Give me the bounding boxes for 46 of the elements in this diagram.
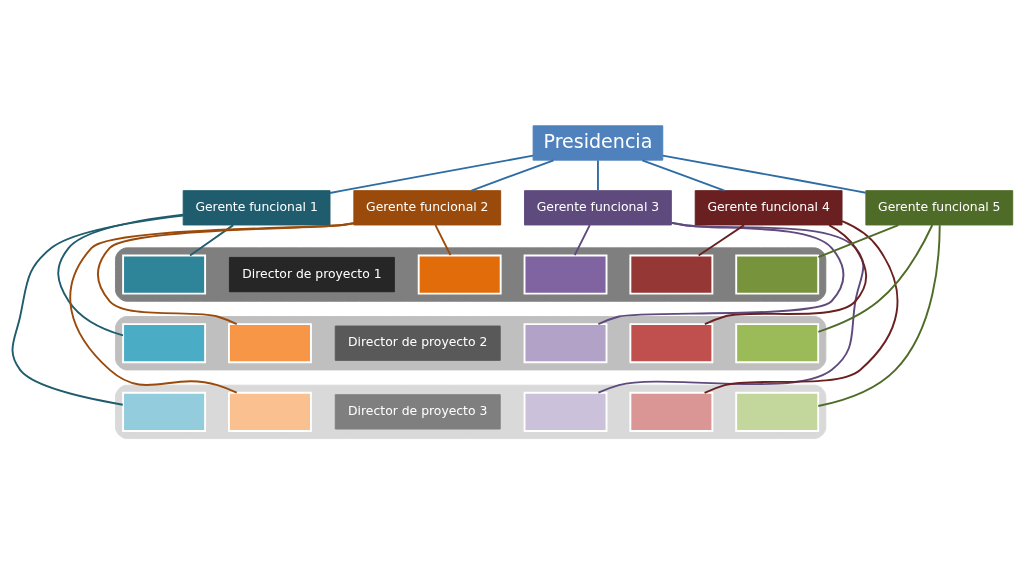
node-box <box>122 323 207 364</box>
connector <box>597 159 599 192</box>
connector <box>329 154 535 194</box>
node-box: Director de proyecto 1 <box>228 256 395 293</box>
node-box: Gerente funcional 5 <box>865 190 1014 226</box>
node-box <box>629 254 714 295</box>
node-box <box>122 254 207 295</box>
connector <box>11 214 185 406</box>
node-box <box>523 323 608 364</box>
cluster <box>115 247 827 302</box>
node-box: Gerente funcional 1 <box>182 190 331 226</box>
node-box <box>523 254 608 295</box>
node-box <box>735 323 820 364</box>
node-box <box>523 391 608 432</box>
node-box <box>735 391 820 432</box>
connector <box>661 154 867 194</box>
connector <box>57 213 185 337</box>
connector <box>817 224 900 259</box>
node-box <box>735 254 820 295</box>
node-box <box>122 391 207 432</box>
node-box: Gerente funcional 3 <box>524 190 672 226</box>
node-box: Director de proyecto 3 <box>334 394 501 430</box>
connector <box>697 224 746 257</box>
node-box <box>228 323 312 364</box>
node-box <box>228 391 312 432</box>
connector <box>817 224 934 333</box>
node-box: Presidencia <box>532 125 664 161</box>
node-box <box>417 254 502 295</box>
connector <box>641 159 726 192</box>
connector <box>817 224 941 407</box>
connector <box>69 222 355 394</box>
connector <box>703 220 899 394</box>
connector <box>470 159 555 192</box>
cluster <box>115 316 827 371</box>
connector <box>573 224 591 257</box>
connector <box>597 221 845 325</box>
node-box: Gerente funcional 2 <box>353 190 502 226</box>
node-box: Director de proyecto 2 <box>334 325 501 361</box>
node-box: Gerente funcional 4 <box>694 190 843 226</box>
connector <box>703 224 868 325</box>
node-box <box>629 391 714 432</box>
node-box <box>629 323 714 364</box>
connector <box>597 221 865 394</box>
connector <box>434 224 452 257</box>
connector <box>189 224 235 257</box>
cluster <box>115 384 827 440</box>
